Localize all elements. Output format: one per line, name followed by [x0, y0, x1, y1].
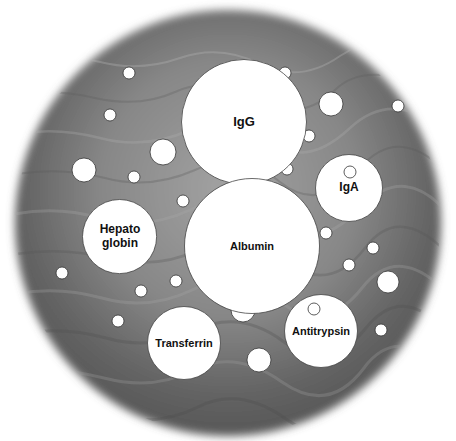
protein-circle: Hepato globin — [82, 199, 157, 274]
protein-label: Hepato globin — [90, 223, 149, 251]
small-protein-dot — [344, 166, 356, 178]
protein-label: IgG — [233, 115, 255, 130]
protein-label: Transferrin — [155, 337, 212, 350]
protein-label: IgA — [339, 181, 358, 195]
protein-label: Albumin — [230, 240, 274, 253]
protein-label: Antitrypsin — [292, 325, 350, 338]
small-protein-dot — [308, 303, 320, 315]
protein-circle: IgA — [315, 154, 383, 222]
protein-circle: Albumin — [184, 178, 320, 314]
protein-circle: IgG — [181, 59, 307, 185]
protein-circle: Transferrin — [147, 306, 221, 380]
protein-circle: Antitrypsin — [284, 294, 358, 368]
wave-texture — [10, 43, 450, 432]
